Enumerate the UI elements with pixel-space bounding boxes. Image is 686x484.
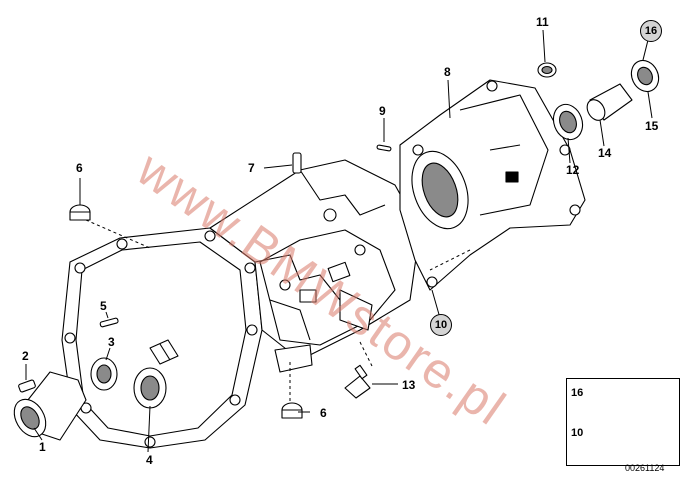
part-11-ring	[537, 62, 557, 78]
callout-13: 13	[402, 378, 416, 392]
callout-1: 1	[39, 440, 46, 454]
callout-3: 3	[108, 335, 115, 349]
callout-6-bottom: 6	[320, 406, 327, 420]
input-shaft	[149, 339, 179, 365]
part-6-plug-bottom	[281, 402, 303, 419]
drawing-code: 00261124	[625, 463, 665, 473]
part-9-pin	[376, 144, 392, 152]
part-5-pin	[99, 317, 119, 328]
part-14-output-flange	[586, 83, 633, 121]
part-2-bolt	[18, 379, 36, 393]
part-15-collar-nut	[630, 59, 660, 93]
callout-16-circled: 16	[640, 20, 662, 42]
rear-extension-housing	[399, 79, 586, 291]
part-12-seal	[552, 103, 584, 141]
callout-12: 12	[566, 163, 580, 177]
legend-box: 16 10	[566, 378, 680, 466]
callout-2: 2	[22, 349, 29, 363]
part-7-pin	[292, 152, 302, 174]
bell-housing	[61, 227, 263, 449]
part-6-plug-top	[69, 204, 91, 221]
legend-label-10: 10	[571, 427, 584, 439]
part-1-guide-sleeve	[13, 371, 87, 441]
callout-10-circled: 10	[430, 314, 452, 336]
part-3-seal	[90, 357, 118, 391]
callout-9: 9	[379, 104, 386, 118]
callout-5: 5	[100, 299, 107, 313]
legend-label-16: 16	[571, 387, 584, 399]
callout-14: 14	[598, 146, 612, 160]
callout-7: 7	[248, 161, 255, 175]
callout-8: 8	[444, 65, 451, 79]
callout-15: 15	[645, 119, 659, 133]
part-13-switch	[344, 364, 371, 399]
gearbox-case	[209, 159, 421, 373]
callout-6-top: 6	[76, 161, 83, 175]
part-4-ring	[133, 367, 167, 409]
leader-lines	[25, 29, 653, 453]
callout-4: 4	[146, 453, 153, 467]
callout-11: 11	[536, 15, 549, 29]
